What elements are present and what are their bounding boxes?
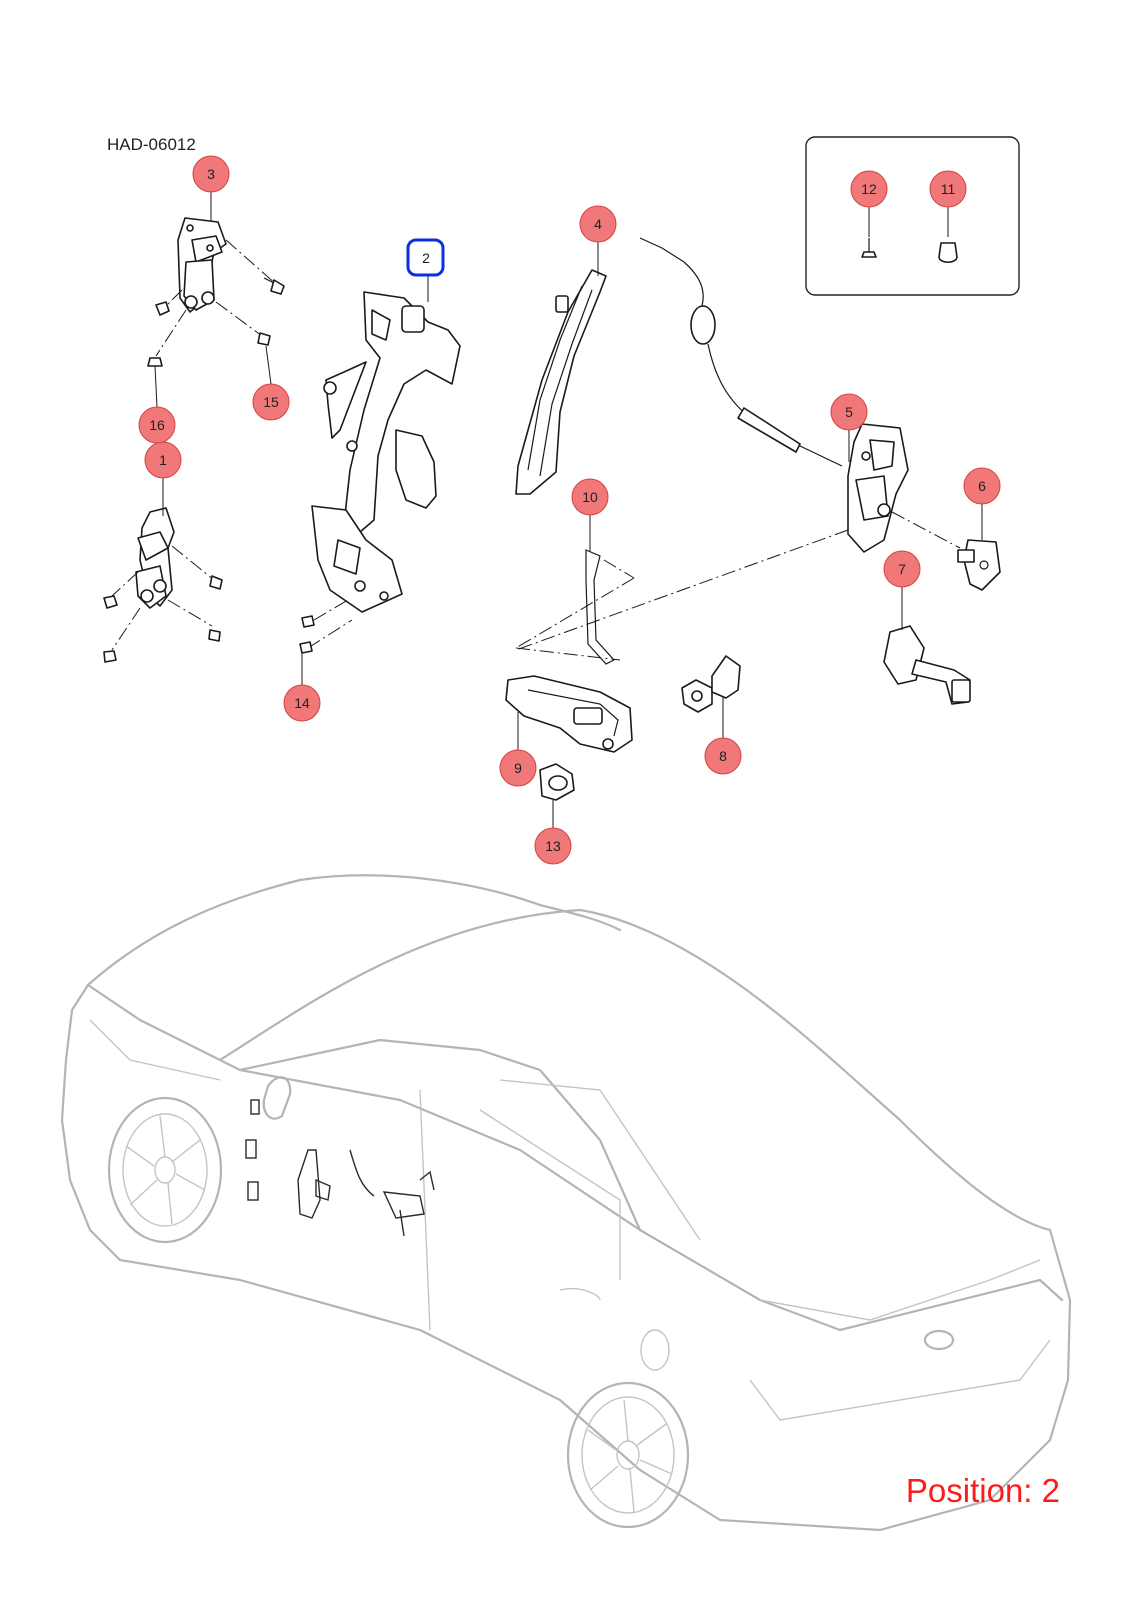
svg-text:12: 12 xyxy=(861,181,877,197)
svg-text:13: 13 xyxy=(545,838,561,854)
svg-text:7: 7 xyxy=(898,561,906,577)
callout-15[interactable]: 15 xyxy=(252,383,290,421)
diagram-id: HAD-06012 xyxy=(107,135,196,154)
door-parts-overlay xyxy=(245,1099,435,1237)
svg-text:4: 4 xyxy=(594,216,602,232)
lock-cable-part xyxy=(639,237,843,467)
callout-11[interactable]: 11 xyxy=(929,170,967,208)
callout-3[interactable]: 3 xyxy=(192,155,230,193)
door-check-part xyxy=(883,625,971,705)
callout-8[interactable]: 8 xyxy=(704,737,742,775)
bolt-icon xyxy=(301,615,315,628)
rod-seal-part xyxy=(585,549,615,665)
lock-cylinder-part xyxy=(681,655,741,713)
inset-box xyxy=(805,136,1020,296)
bolt-icon xyxy=(147,357,163,367)
svg-text:6: 6 xyxy=(978,478,986,494)
callout-6[interactable]: 6 xyxy=(963,467,1001,505)
bolt-icon xyxy=(103,595,118,609)
svg-text:14: 14 xyxy=(294,695,310,711)
svg-text:1: 1 xyxy=(159,452,167,468)
handle-cap-part xyxy=(539,763,575,801)
callout-12[interactable]: 12 xyxy=(850,170,888,208)
bolt-icon xyxy=(103,650,117,663)
bumper-part-11 xyxy=(938,242,958,263)
svg-text:10: 10 xyxy=(582,489,598,505)
callout-1[interactable]: 1 xyxy=(144,441,182,479)
svg-text:9: 9 xyxy=(514,760,522,776)
callout-4[interactable]: 4 xyxy=(579,205,617,243)
bolt-icon xyxy=(208,629,221,642)
svg-text:11: 11 xyxy=(941,181,956,197)
svg-text:3: 3 xyxy=(207,166,215,182)
screw-part-12 xyxy=(861,238,877,258)
callout-9[interactable]: 9 xyxy=(499,749,537,787)
door-latch-part xyxy=(847,423,909,553)
glass-run-channel-part xyxy=(515,269,607,495)
callout-5[interactable]: 5 xyxy=(830,393,868,431)
callout-2-selected[interactable]: 2 xyxy=(406,238,445,277)
position-label: Position: 2 xyxy=(905,1472,1060,1509)
callout-14[interactable]: 14 xyxy=(283,684,321,722)
callout-16[interactable]: 16 xyxy=(138,406,176,444)
callout-13[interactable]: 13 xyxy=(534,827,572,865)
lower-hinge-part xyxy=(135,507,175,609)
svg-text:15: 15 xyxy=(263,394,279,410)
striker-part xyxy=(957,539,1001,591)
bolt-icon xyxy=(209,575,223,590)
car-illustration xyxy=(60,874,1072,1532)
bolt-icon xyxy=(155,301,170,316)
window-regulator-part xyxy=(311,291,461,613)
svg-text:5: 5 xyxy=(845,404,853,420)
upper-hinge-part xyxy=(177,217,227,313)
callout-7[interactable]: 7 xyxy=(883,550,921,588)
outside-handle-part xyxy=(505,675,633,753)
svg-text:16: 16 xyxy=(149,417,165,433)
callout-10[interactable]: 10 xyxy=(571,478,609,516)
bolt-icon xyxy=(299,641,313,654)
bolt-icon xyxy=(263,277,285,295)
bolt-icon xyxy=(257,332,271,346)
svg-text:8: 8 xyxy=(719,748,727,764)
svg-text:2: 2 xyxy=(422,250,430,266)
